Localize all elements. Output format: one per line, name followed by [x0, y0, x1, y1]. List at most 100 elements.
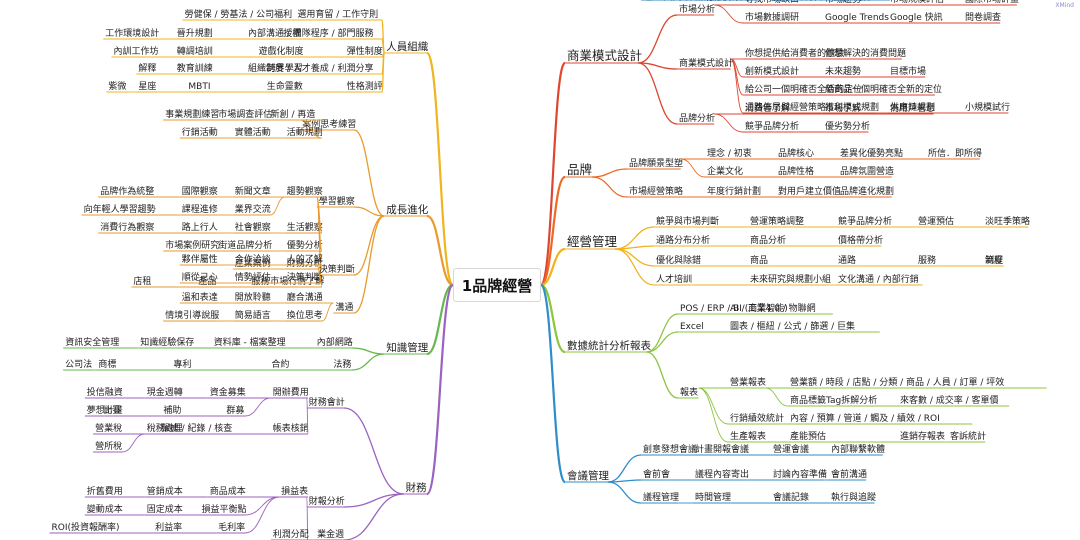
- topic-label[interactable]: 解釋: [138, 62, 156, 74]
- topic-label[interactable]: 進銷存報表: [900, 430, 945, 442]
- topic-label[interactable]: 數據統計分析報表: [567, 339, 651, 352]
- central-topic[interactable]: 1品牌經營: [453, 268, 541, 302]
- topic-label[interactable]: PDCA: [831, 0, 857, 3]
- topic-label[interactable]: 財務分析: [287, 257, 323, 269]
- topic-label[interactable]: 行銷績效統計: [730, 412, 784, 424]
- topic-label[interactable]: 執行與追蹤: [831, 491, 876, 503]
- topic-label[interactable]: 補助: [163, 404, 181, 416]
- topic-label[interactable]: 市場了解: [825, 102, 861, 114]
- topic-label[interactable]: 差異化優勢亮點: [840, 147, 903, 159]
- topic-label[interactable]: ROI(投資報酬率): [52, 521, 120, 533]
- topic-label[interactable]: 選用育留 / 工作守則: [297, 8, 378, 20]
- topic-label[interactable]: 內容 / 預算 / 管道 / 觸及 / 績效 / ROI: [790, 412, 940, 424]
- topic-label[interactable]: 固定成本: [147, 503, 183, 515]
- topic-label[interactable]: 營運會議: [773, 443, 809, 455]
- topic-label[interactable]: 市場經營策略: [629, 185, 683, 197]
- topic-label[interactable]: 營業額 / 時段 / 店點 / 分類 / 商品 / 人員 / 訂單 / 坪效: [790, 376, 1004, 388]
- topic-label[interactable]: 創新模式設計: [745, 65, 799, 77]
- topic-label[interactable]: 議程管理: [643, 491, 679, 503]
- topic-label[interactable]: 知識管理: [386, 341, 428, 354]
- topic-label[interactable]: 工作環境設計: [105, 27, 159, 39]
- topic-label[interactable]: 轉調培訓: [177, 45, 213, 57]
- topic-label[interactable]: 尋找市場缺口: [745, 0, 799, 5]
- topic-label[interactable]: 流程: [985, 254, 1003, 266]
- topic-label[interactable]: 商品分析: [750, 234, 786, 246]
- topic-label[interactable]: 小規模試行: [965, 101, 1010, 113]
- topic-label[interactable]: 單據 / 紀錄 / 核查: [161, 422, 233, 434]
- topic-label[interactable]: 文化溝通 / 內部行銷: [838, 273, 919, 285]
- topic-label[interactable]: 廳合溝通: [287, 291, 323, 303]
- topic-label[interactable]: 年度行銷計劃: [707, 185, 761, 197]
- topic-label[interactable]: 行銷活動: [182, 126, 218, 138]
- topic-label[interactable]: 實體活動: [235, 126, 271, 138]
- topic-label[interactable]: 創意發想會議: [643, 443, 697, 455]
- topic-label[interactable]: 社會觀察: [235, 221, 271, 233]
- topic-label[interactable]: 供應鏈規劃: [890, 101, 935, 113]
- topic-label[interactable]: 折舊費用: [87, 485, 123, 497]
- topic-label[interactable]: 內部溝通 / 團隊程序 / 部門服務: [248, 27, 374, 39]
- topic-label[interactable]: 現金週轉: [147, 386, 183, 398]
- topic-label[interactable]: 市場趨勢: [825, 0, 861, 5]
- topic-label[interactable]: 商標: [98, 358, 116, 370]
- topic-label[interactable]: 會議記錄: [773, 491, 809, 503]
- topic-label[interactable]: 給公司一個明確否全新的定位: [745, 83, 862, 95]
- topic-label[interactable]: 刪除 / 合併 / 重組 / 簡化: [773, 0, 871, 3]
- topic-label[interactable]: 商業模式設計: [679, 57, 733, 69]
- topic-label[interactable]: 稅務處理: [147, 422, 183, 434]
- topic-label[interactable]: 優劣勢分析: [825, 120, 870, 132]
- topic-label[interactable]: 組織 / 權責 / 流程 / 表單: [643, 0, 741, 3]
- topic-label[interactable]: 營所稅: [95, 440, 122, 452]
- topic-label[interactable]: 跨界學習: [267, 62, 303, 74]
- topic-label[interactable]: 優化與除錯: [656, 254, 701, 266]
- topic-label[interactable]: 圖表 / 樞紐 / 公式 / 篩選 / 巨集: [730, 320, 855, 332]
- topic-label[interactable]: 合作洽談: [235, 253, 271, 265]
- topic-label[interactable]: 生產報表: [730, 430, 766, 442]
- topic-label[interactable]: 時間管理: [695, 491, 731, 503]
- topic-label[interactable]: 夢想計畫: [87, 404, 123, 416]
- topic-label[interactable]: 你想解決的消費問題: [825, 47, 906, 59]
- topic-label[interactable]: 生命靈數: [267, 80, 303, 92]
- topic-label[interactable]: 晉升規劃: [177, 27, 213, 39]
- topic-label[interactable]: 競爭品牌分析: [745, 120, 799, 132]
- topic-label[interactable]: 國際觀察: [182, 185, 218, 197]
- topic-label[interactable]: 產能預估: [790, 430, 826, 442]
- topic-label[interactable]: 所信．即所得: [928, 147, 982, 159]
- topic-label[interactable]: 店租: [133, 275, 151, 287]
- topic-label[interactable]: 決策判斷: [287, 271, 323, 283]
- topic-label[interactable]: 內部網路: [317, 336, 353, 348]
- topic-label[interactable]: 帳表核銷: [273, 422, 309, 434]
- topic-label[interactable]: AI / 工業4.0 / 物聯網: [730, 302, 816, 314]
- topic-label[interactable]: 事業規劃練習: [165, 108, 219, 120]
- topic-label[interactable]: 課程進修: [182, 203, 218, 215]
- topic-label[interactable]: 營運預估: [918, 215, 954, 227]
- topic-label[interactable]: 國際市場計畫: [965, 0, 1019, 5]
- topic-label[interactable]: 給商品一個明確否全新的定位: [825, 83, 942, 95]
- topic-label[interactable]: 淡旺季策略: [985, 215, 1030, 227]
- topic-label[interactable]: 學習觀察: [319, 195, 355, 207]
- topic-label[interactable]: 服務: [918, 254, 936, 266]
- topic-label[interactable]: 品牌: [567, 162, 592, 177]
- topic-label[interactable]: 會前會: [643, 468, 670, 480]
- topic-label[interactable]: 新創 / 再造: [271, 108, 316, 120]
- topic-label[interactable]: 市場行情了解: [270, 275, 324, 287]
- topic-label[interactable]: 損益表: [281, 485, 308, 497]
- topic-label[interactable]: 會議管理: [567, 469, 609, 482]
- topic-label[interactable]: 內部聯繫軟體: [831, 443, 885, 455]
- topic-label[interactable]: 財報分析: [309, 495, 345, 507]
- topic-label[interactable]: 開辦費用: [273, 386, 309, 398]
- topic-label[interactable]: 教育訓練: [177, 62, 213, 74]
- topic-label[interactable]: 星座: [138, 80, 156, 92]
- topic-label[interactable]: 先溝通後行文: [695, 0, 749, 3]
- topic-label[interactable]: 商業模式設計: [567, 48, 642, 63]
- topic-label[interactable]: 市場案例研究: [165, 239, 219, 251]
- topic-label[interactable]: 你想提供給消費者的體驗: [745, 47, 844, 59]
- topic-label[interactable]: 營業報表: [730, 376, 766, 388]
- topic-label[interactable]: 品牌氛圍營造: [840, 165, 894, 177]
- topic-label[interactable]: 人員組織: [386, 40, 428, 53]
- topic-label[interactable]: 市場數據調研: [745, 11, 799, 23]
- topic-label[interactable]: 問卷調查: [965, 11, 1001, 23]
- topic-label[interactable]: MBTI: [188, 82, 210, 92]
- topic-label[interactable]: 5W2H: [773, 0, 800, 3]
- topic-label[interactable]: 價格帶分析: [838, 234, 883, 246]
- topic-label[interactable]: 向年輕人學習趨勢: [84, 203, 156, 215]
